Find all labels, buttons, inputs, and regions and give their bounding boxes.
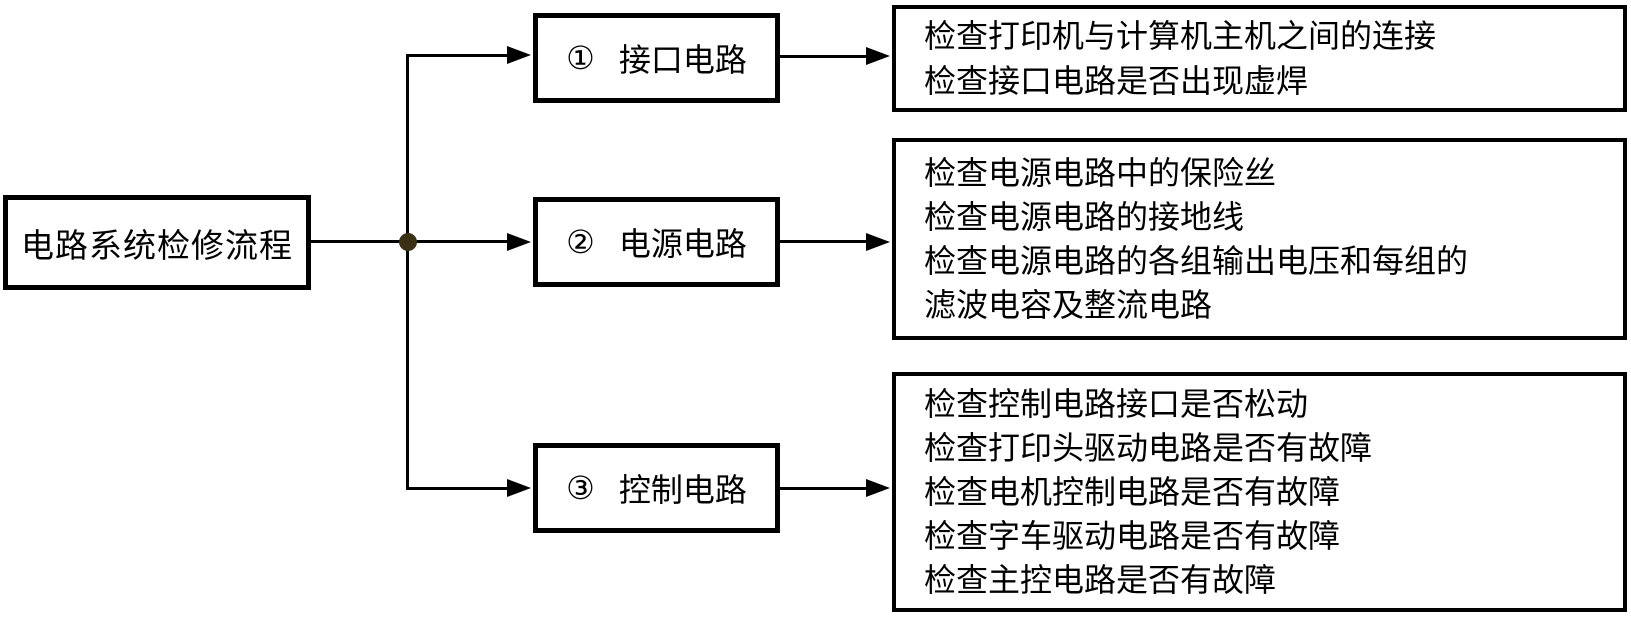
check-item: 检查电源电路中的保险丝 [924,155,1277,191]
arrowhead-checklist3-icon [866,479,890,497]
check-item: 检查主控电路是否有故障 [924,562,1277,598]
connector-branch1-to-checklist1 [780,55,866,58]
check-item: 检查电源电路的接地线 [924,199,1245,235]
checklist-box-control-circuit: 检查控制电路接口是否松动 检查打印头驱动电路是否有故障 检查电机控制电路是否有故… [892,372,1627,612]
branch-label-1: 接口电路 [618,42,747,78]
check-item: 检查电源电路的各组输出电压和每组的 [924,243,1469,279]
arrowhead-checklist1-icon [866,47,890,65]
arrowhead-branch3-icon [507,479,531,497]
arrowhead-branch1-icon [507,46,531,64]
branch-label-3: 控制电路 [618,472,747,508]
connector-branch2-to-checklist2 [780,240,866,243]
root-node-label: 电路系统检修流程 [21,228,293,265]
branch-box-interface-circuit: ① 接口电路 [533,13,780,103]
branch-box-power-circuit: ② 电源电路 [533,197,780,287]
check-item: 检查电机控制电路是否有故障 [924,474,1341,510]
check-item: 滤波电容及整流电路 [924,287,1213,323]
arrowhead-checklist2-icon [866,233,890,251]
check-item: 检查字车驱动电路是否有故障 [924,518,1341,554]
branch-number-1: ① [566,40,595,76]
check-item: 检查打印机与计算机主机之间的连接 [924,17,1437,54]
root-node-box: 电路系统检修流程 [3,195,311,290]
branch-label-2: 电源电路 [618,226,747,262]
branch-box-control-circuit: ③ 控制电路 [533,443,780,533]
branch-number-2: ② [566,224,595,260]
connector-trunk-to-branch3 [406,487,507,490]
check-item: 检查控制电路接口是否松动 [924,386,1309,422]
arrowhead-branch2-icon [507,233,531,251]
branch-number-3: ③ [566,470,595,506]
checklist-box-interface-circuit: 检查打印机与计算机主机之间的连接 检查接口电路是否出现虚焊 [892,5,1627,112]
checklist-box-power-circuit: 检查电源电路中的保险丝 检查电源电路的接地线 检查电源电路的各组输出电压和每组的… [892,138,1627,340]
check-item: 检查接口电路是否出现虚焊 [924,62,1309,99]
connector-branch3-to-checklist3 [780,487,866,490]
connector-trunk-to-branch1 [406,54,507,57]
junction-dot [399,233,417,251]
connector-vertical-trunk [406,54,409,490]
check-item: 检查打印头驱动电路是否有故障 [924,430,1373,466]
